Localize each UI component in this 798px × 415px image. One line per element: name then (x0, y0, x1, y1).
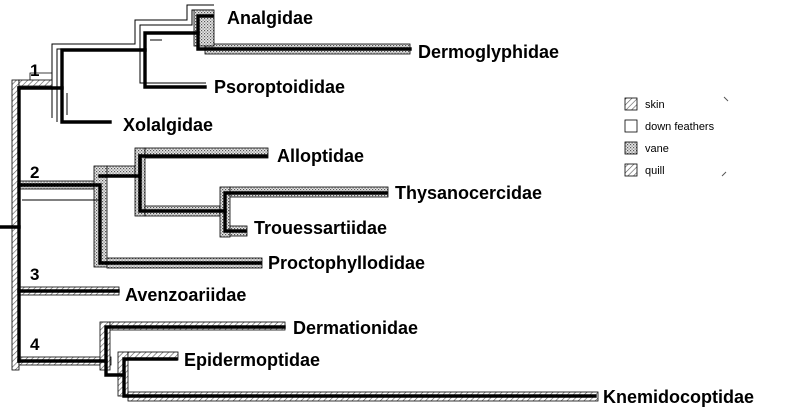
taxon-trouessartiidae: Trouessartiidae (254, 218, 387, 238)
taxon-knemidocoptidae: Knemidocoptidae (603, 387, 754, 407)
legend-label-quill: quill (645, 165, 665, 177)
taxon-dermoglyphidae: Dermoglyphidae (418, 42, 559, 62)
clade-label-1: 1 (30, 61, 39, 80)
taxon-thysanocercidae: Thysanocercidae (395, 183, 542, 203)
legend-label-skin: skin (645, 99, 665, 111)
legend-label-down-feathers: down feathers (645, 121, 715, 133)
legend-swatch-vane (624, 141, 638, 155)
clade-4-branches: 4 (17, 321, 599, 402)
taxon-epidermoptidae: Epidermoptidae (184, 350, 320, 370)
legend: skin down feathers vane quill (624, 96, 729, 177)
clade-3-branches: 3 (17, 265, 120, 296)
taxon-avenzoariidae: Avenzoariidae (125, 285, 246, 305)
taxon-alloptidae: Alloptidae (277, 146, 364, 166)
legend-tick-mark (723, 96, 729, 102)
clade-label-2: 2 (30, 163, 39, 182)
legend-swatch-quill (624, 163, 638, 177)
legend-swatch-down-feathers (624, 119, 638, 133)
clade-1-branches: 1 (11, 4, 412, 371)
clade-2-branches: 2 (17, 147, 389, 269)
clade-label-4: 4 (30, 335, 40, 354)
taxon-proctophyllodidae: Proctophyllodidae (268, 253, 425, 273)
taxon-dermationidae: Dermationidae (293, 318, 418, 338)
taxon-analgidae: Analgidae (227, 8, 313, 28)
legend-tick-mark (721, 171, 727, 177)
taxon-xolalgidae: Xolalgidae (123, 115, 213, 135)
clade-label-3: 3 (30, 265, 39, 284)
taxon-psoroptoididae: Psoroptoididae (214, 77, 345, 97)
legend-label-vane: vane (645, 143, 669, 155)
legend-swatch-skin (624, 97, 638, 111)
